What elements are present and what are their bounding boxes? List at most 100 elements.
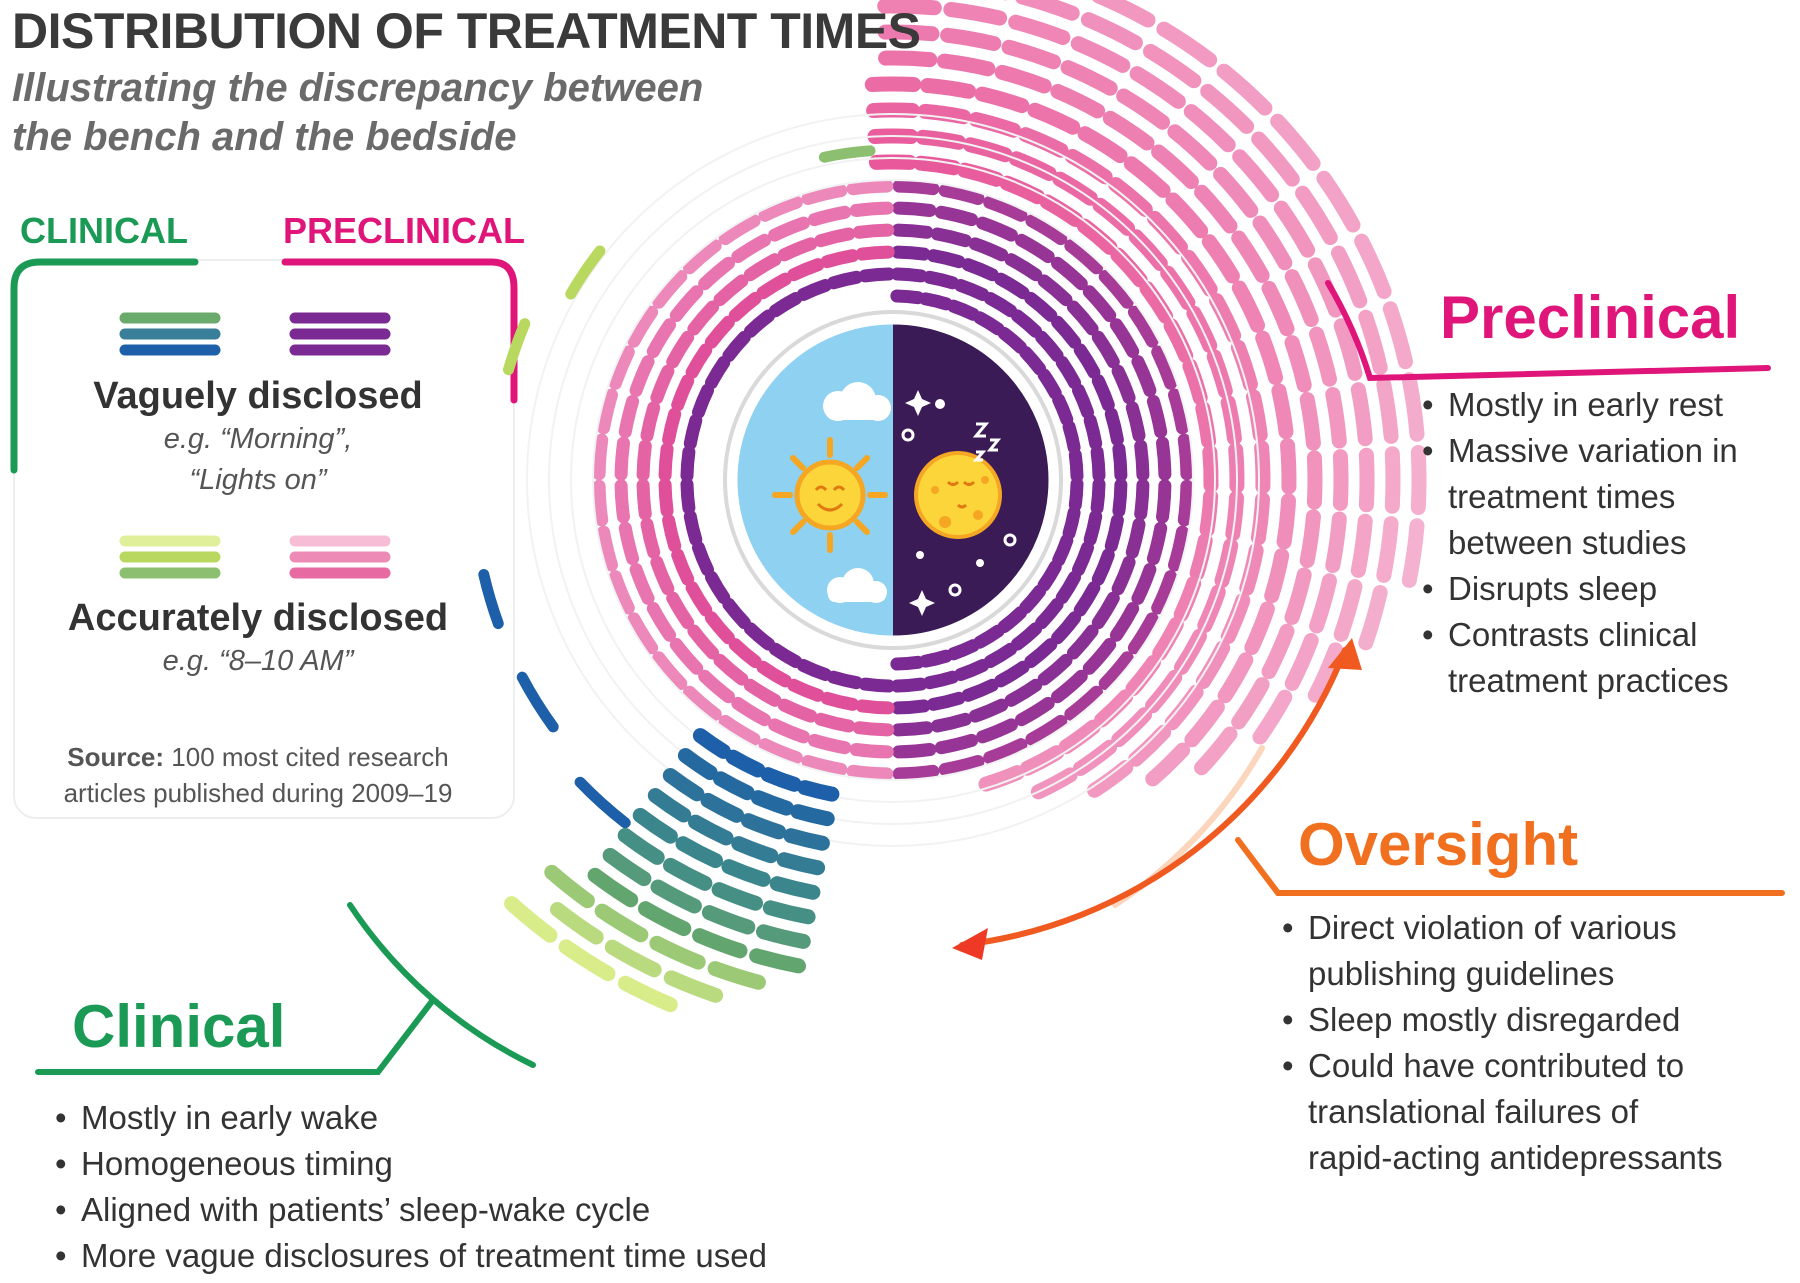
bullet-text: Aligned with patients’ sleep-wake cycle (81, 1191, 651, 1228)
ring-segment-preclinical-accurate (698, 256, 735, 291)
ring-segment-preclinical-vague (1051, 669, 1088, 704)
ring-segment-preclinical-vague (1062, 420, 1081, 454)
ring-segment-preclinical-accurate (597, 525, 618, 572)
fan-segment-preclinical (1087, 760, 1134, 798)
day-night-clock (723, 310, 1063, 650)
fan-segment-preclinical (1284, 269, 1319, 327)
ring-segment-preclinical-vague (919, 649, 953, 668)
fan-segment-preclinical (1151, 144, 1199, 190)
ring-segment-preclinical-accurate (614, 479, 630, 524)
ring-segment-preclinical-accurate (777, 698, 818, 723)
ring-segment-preclinical-vague (1125, 517, 1146, 559)
fan-segment-preclinical (1354, 233, 1392, 299)
oversight-bullet-line: publishing guidelines (1282, 951, 1723, 997)
fan-segment-preclinical (1284, 633, 1319, 691)
ring-segment-preclinical-vague (1073, 581, 1101, 617)
ring-segment-preclinical-accurate (698, 669, 735, 704)
ring-segment-clinical (516, 671, 559, 733)
fan-segment-preclinical (1077, 126, 1128, 164)
bullet-marker: • (55, 1237, 67, 1274)
ring-segment-clinical (565, 245, 606, 300)
fan-segment-preclinical (1008, 14, 1071, 45)
bullet-text: More vague disclosures of treatment time… (81, 1237, 767, 1274)
preclinical-bullet-line: treatment practices (1422, 658, 1738, 704)
ring-segment-clinical (574, 776, 631, 829)
guide-ring (570, 157, 1216, 803)
ring-segment-preclinical-vague (1068, 448, 1084, 483)
fan-segment-preclinical (1195, 640, 1231, 689)
ring-segment-preclinical-vague (1051, 256, 1088, 291)
fan-segment-preclinical (1123, 156, 1171, 198)
ring-segment-preclinical-vague (973, 311, 1005, 336)
ring-segment-preclinical-accurate (722, 598, 751, 630)
legend-vague-label: Vaguely disclosed (93, 375, 423, 417)
ring-segment-preclinical-vague (891, 721, 934, 737)
fan-segment-preclinical (1058, 719, 1101, 755)
ring-segment-preclinical-accurate (683, 414, 703, 450)
fan-segment-preclinical (1295, 185, 1338, 246)
fan-segment-preclinical (1167, 124, 1218, 171)
ring-segment-preclinical-vague (1091, 330, 1120, 369)
fan-segment-preclinical (1201, 234, 1240, 284)
fan-segment-preclinical (1064, 148, 1113, 185)
fan-segment-preclinical (1080, 12, 1143, 51)
fan-segment-preclinical (1116, 88, 1171, 130)
fan-segment-clinical (692, 728, 731, 759)
ring-segment-preclinical-vague (1037, 368, 1062, 400)
ring-segment-preclinical-vague (890, 289, 925, 305)
fan-segment-clinical (707, 961, 766, 990)
fan-segment-preclinical (1232, 149, 1280, 203)
ring-segment-preclinical-vague (1111, 555, 1136, 596)
ring-segment-preclinical-accurate (705, 355, 731, 390)
ring-segment-preclinical-vague (1091, 591, 1120, 630)
ring-segment-preclinical-vague (1015, 696, 1055, 727)
clinical-callout-line-2 (35, 997, 436, 1075)
fan-segment-preclinical (1094, 689, 1134, 728)
ring-segment-preclinical-accurate (713, 274, 749, 307)
ring-segment-preclinical-accurate (814, 227, 856, 248)
fan-segment-preclinical (1102, 110, 1155, 151)
bullet-marker: • (1422, 616, 1434, 653)
fan-segment-preclinical (1019, 745, 1065, 776)
clinical-callout-line (347, 902, 536, 1068)
fan-segment-preclinical (1181, 249, 1218, 297)
fan-segment-preclinical (1217, 652, 1254, 704)
clinical-bullet-line: •Aligned with patients’ sleep-wake cycle (55, 1187, 767, 1233)
fan-segment-preclinical (1307, 257, 1343, 318)
ring-segment-preclinical-accurate (640, 401, 661, 443)
ring-segment-preclinical-accurate (683, 239, 722, 275)
ring-segment-preclinical-accurate (768, 718, 810, 744)
ring-segment-preclinical-vague (938, 184, 985, 205)
guide-ring (526, 113, 1260, 847)
ring-segment-preclinical-vague (994, 272, 1030, 300)
ring-segment-preclinical-accurate (636, 478, 652, 521)
fan-segment-preclinical (1060, 60, 1118, 96)
bullet-text: Contrasts clinical (1448, 616, 1698, 653)
fan-segment-clinical (762, 900, 816, 925)
fan-segment-preclinical (1220, 593, 1251, 644)
ring-segment-preclinical-accurate (814, 712, 856, 733)
ring-segment-preclinical-accurate (846, 764, 894, 781)
ring-segment-preclinical-vague (1004, 253, 1043, 282)
fan-segment-preclinical (1350, 513, 1373, 578)
ring-segment-preclinical-accurate (666, 330, 695, 369)
fan-segment-preclinical (1333, 318, 1363, 381)
ring-segment-preclinical-accurate (627, 612, 659, 655)
bullet-marker: • (1282, 1001, 1294, 1038)
ring-segment-preclinical-vague (1127, 305, 1159, 348)
sun-icon (772, 437, 888, 553)
fan-segment-preclinical (1332, 449, 1349, 511)
ring-segment-preclinical-vague (1037, 560, 1062, 592)
source-text: 100 most cited research (171, 742, 449, 772)
ring-segment-preclinical-vague (1064, 685, 1103, 721)
ring-segment-preclinical-accurate (801, 755, 848, 776)
fan-segment-preclinical (864, 76, 922, 92)
fan-segment-preclinical (1325, 511, 1347, 573)
ring-segment-preclinical-vague (961, 678, 999, 702)
ring-segment-preclinical-accurate (652, 651, 688, 690)
fan-segment-preclinical (1250, 491, 1270, 546)
ring-segment-preclinical-accurate (618, 394, 640, 439)
fan-segment-preclinical (1039, 194, 1083, 227)
fan-segment-preclinical (1316, 170, 1361, 233)
